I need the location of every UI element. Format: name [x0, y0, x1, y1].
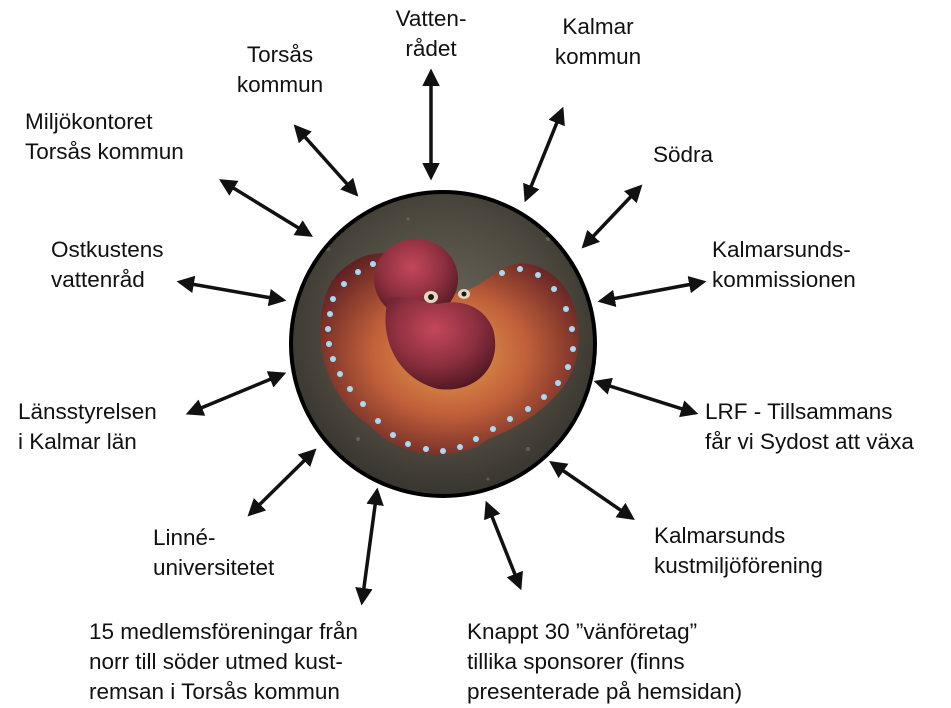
node-kalmar-kommun-line-2: kommun	[531, 42, 665, 72]
node-medlemsforeningar-line-2: norr till söder utmed kust-	[89, 647, 358, 677]
arrow-vanforetag	[487, 504, 520, 587]
node-linneuniversitetet-line-1: Linné-	[153, 523, 274, 553]
node-kalmarsunds-kustmiljoforening: Kalmarsunds kustmiljöförening	[654, 521, 823, 581]
node-lansstyrelsen-line-1: Länsstyrelsen	[18, 397, 157, 427]
arrow-lansstyrelsen	[189, 374, 283, 413]
node-kalmarsundskommissionen: Kalmarsunds- kommissionen	[712, 235, 856, 295]
node-lansstyrelsen: Länsstyrelsen i Kalmar län	[18, 397, 157, 457]
node-linneuniversitetet: Linné- universitetet	[153, 523, 274, 583]
node-kalmarsunds-kustmiljoforening-line-2: kustmiljöförening	[654, 551, 823, 581]
arrow-lrf	[597, 382, 695, 413]
node-kalmarsundskommissionen-line-2: kommissionen	[712, 265, 856, 295]
node-vanforetag-line-3: presenterade på hemsidan)	[467, 677, 742, 707]
node-ostkustens-vattenrad-line-2: vattenråd	[51, 265, 164, 295]
node-torsas-kommun: Torsås kommun	[216, 40, 344, 100]
arrow-kalmar-kommun	[526, 110, 562, 199]
arrow-kalmarsundskommissionen	[601, 282, 703, 301]
node-vanforetag: Knappt 30 ”vänföretag” tillika sponsorer…	[467, 617, 742, 707]
node-miljokontoret-line-1: Miljökontoret	[25, 107, 184, 137]
node-lansstyrelsen-line-2: i Kalmar län	[18, 427, 157, 457]
node-linneuniversitetet-line-2: universitetet	[153, 553, 274, 583]
arrow-medlemsforeningar	[362, 491, 377, 602]
arrow-ostkustens-vattenrad	[180, 282, 283, 300]
node-vattenradet-line-1: Vatten-	[378, 4, 484, 34]
node-medlemsforeningar-line-3: remsan i Torsås kommun	[89, 677, 358, 707]
octopus-photo	[288, 189, 598, 499]
node-vanforetag-line-2: tillika sponsorer (finns	[467, 647, 742, 677]
node-kalmar-kommun-line-1: Kalmar	[531, 12, 665, 42]
node-ostkustens-vattenrad-line-1: Ostkustens	[51, 235, 164, 265]
node-kalmar-kommun: Kalmar kommun	[531, 12, 665, 72]
node-vanforetag-line-1: Knappt 30 ”vänföretag”	[467, 617, 742, 647]
node-lrf-line-2: får vi Sydost att växa	[705, 427, 914, 457]
node-miljokontoret: Miljökontoret Torsås kommun	[25, 107, 184, 167]
node-vattenradet-line-2: rådet	[378, 34, 484, 64]
node-torsas-kommun-line-1: Torsås	[216, 40, 344, 70]
node-sodra-line-1: Södra	[653, 140, 713, 170]
arrow-torsas-kommun	[296, 127, 356, 194]
node-kalmarsundskommissionen-line-1: Kalmarsunds-	[712, 235, 856, 265]
node-lrf-line-1: LRF - Tillsammans	[705, 397, 914, 427]
node-ostkustens-vattenrad: Ostkustens vattenråd	[51, 235, 164, 295]
node-torsas-kommun-line-2: kommun	[216, 70, 344, 100]
node-sodra: Södra	[653, 140, 713, 170]
node-lrf: LRF - Tillsammans får vi Sydost att växa	[705, 397, 914, 457]
node-vattenradet: Vatten- rådet	[378, 4, 484, 64]
node-miljokontoret-line-2: Torsås kommun	[25, 137, 184, 167]
node-medlemsforeningar: 15 medlemsföreningar från norr till söde…	[89, 617, 358, 707]
node-kalmarsunds-kustmiljoforening-line-1: Kalmarsunds	[654, 521, 823, 551]
node-medlemsforeningar-line-1: 15 medlemsföreningar från	[89, 617, 358, 647]
